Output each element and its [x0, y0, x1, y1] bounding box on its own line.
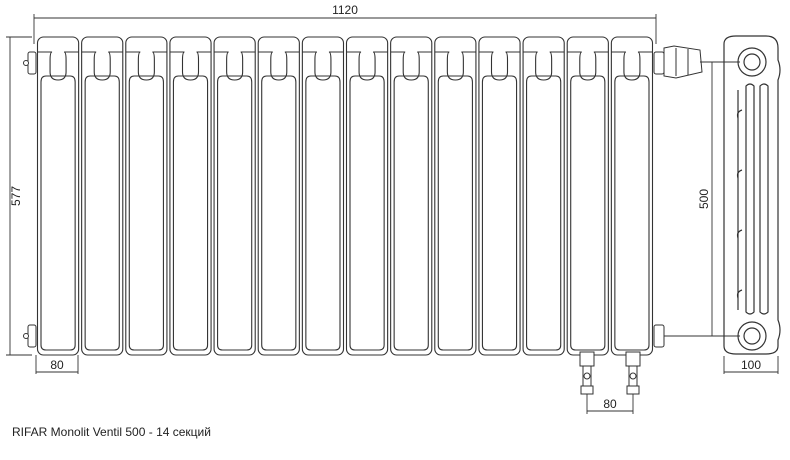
- radiator-section: [390, 36, 433, 356]
- radiator-section: [522, 36, 565, 356]
- radiator-section: [434, 36, 477, 356]
- radiator-section: [36, 36, 80, 356]
- bottom-connection-nipples: [579, 351, 641, 395]
- thermostatic-head: [653, 45, 703, 348]
- radiator-section: [610, 36, 654, 356]
- radiator-section: [478, 36, 521, 356]
- radiator-section: [566, 36, 609, 356]
- radiator-section: [125, 36, 168, 356]
- radiator-section: [257, 36, 300, 356]
- radiator-section: [345, 36, 389, 356]
- radiator-section: [213, 36, 256, 356]
- dimension-section-width: 80: [50, 358, 64, 372]
- side-view: [723, 35, 781, 355]
- dimension-axis-distance: 500: [697, 189, 711, 209]
- radiator-section: [81, 36, 124, 356]
- dimension-depth: 100: [741, 358, 761, 372]
- radiator-section: [169, 36, 212, 356]
- dimension-width: 1120: [332, 3, 358, 17]
- dimension-height: 577: [9, 186, 23, 206]
- dimension-bottom-connection: 80: [603, 397, 617, 411]
- radiator-sections: [36, 36, 654, 356]
- radiator-section: [301, 36, 345, 356]
- left-end-caps: [23, 51, 37, 348]
- dimension-lines: [6, 14, 779, 414]
- product-caption: RIFAR Monolit Ventil 500 - 14 секций: [12, 425, 211, 439]
